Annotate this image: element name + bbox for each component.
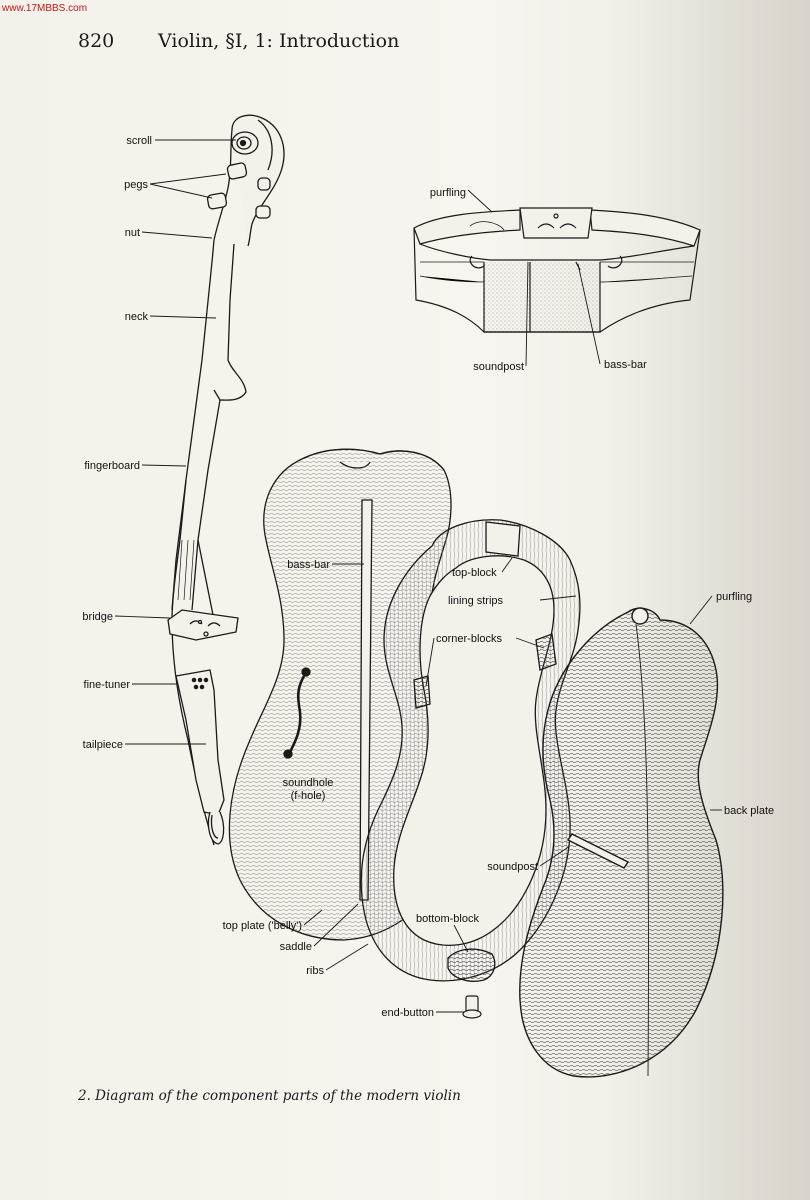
label-bass-bar: bass-bar	[287, 559, 330, 571]
tailpiece-drawing	[175, 669, 225, 845]
label-fine-tuner: fine-tuner	[84, 679, 131, 691]
ribs-drawing	[360, 519, 581, 982]
label-purfling: purfling	[716, 591, 752, 603]
label-ribs: ribs	[306, 965, 324, 977]
label-lining-strips: lining strips	[448, 595, 504, 607]
label-fingerboard: fingerboard	[84, 460, 140, 472]
scroll-drawing	[213, 114, 285, 247]
label-purfling-section: purfling	[430, 187, 466, 199]
label-corner-blocks: corner-blocks	[436, 633, 503, 645]
label-end-button: end-button	[381, 1007, 434, 1019]
cross-section-drawing	[413, 207, 701, 333]
watermark: www.17MBBS.com	[2, 3, 88, 14]
label-bass-bar-section: bass-bar	[604, 359, 647, 371]
label-bridge: bridge	[82, 611, 113, 623]
page-number: 820	[78, 30, 115, 52]
label-soundpost-section: soundpost	[473, 361, 524, 373]
label-top-plate: top plate ('belly')	[223, 920, 302, 932]
label-soundhole: soundhole	[283, 777, 334, 789]
label-tailpiece: tailpiece	[83, 739, 123, 751]
back-plate-drawing	[519, 607, 724, 1078]
running-title: Violin, §I, 1: Introduction	[158, 30, 400, 52]
pegs-drawing	[206, 162, 271, 219]
label-neck: neck	[125, 311, 149, 323]
label-pegs: pegs	[124, 179, 148, 191]
label-saddle: saddle	[280, 941, 312, 953]
label-soundpost: soundpost	[487, 861, 538, 873]
label-nut: nut	[125, 227, 140, 239]
neck-drawing	[179, 239, 215, 541]
label-top-block: top-block	[452, 567, 497, 579]
label-back-plate: back plate	[724, 805, 774, 817]
label-bottom-block: bottom-block	[416, 913, 479, 925]
diagram-labels: scroll pegs nut neck fingerboard bridge …	[82, 135, 774, 1019]
end-button-drawing	[462, 995, 482, 1019]
label-scroll: scroll	[126, 135, 152, 147]
bridge-drawing	[167, 609, 239, 641]
leader-lines	[114, 139, 722, 1013]
figure-caption: 2. Diagram of the component parts of the…	[78, 1088, 461, 1104]
side-view-violin	[167, 114, 285, 846]
label-f-hole: (f-hole)	[291, 790, 326, 802]
